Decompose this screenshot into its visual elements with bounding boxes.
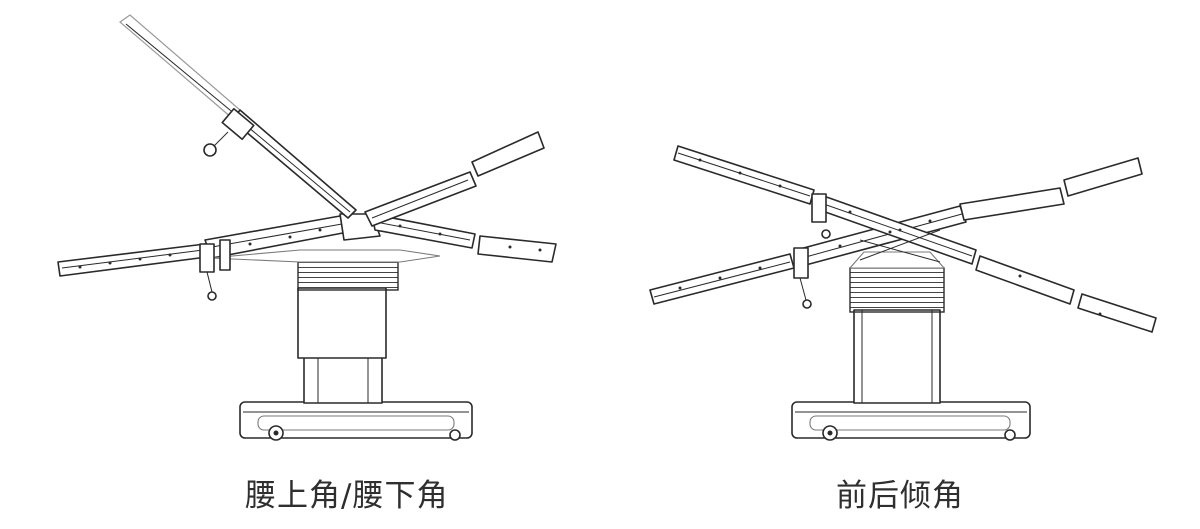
- side-rail-clamp-icon: [199, 239, 231, 301]
- table-top-flat: [57, 213, 557, 277]
- table-base: [239, 401, 473, 439]
- tilt-linkage: [859, 229, 941, 263]
- figure-waist-angle: 腰上角/腰下角: [57, 14, 557, 514]
- figure-tilt-angle: 前后倾角: [600, 0, 1200, 529]
- figure-caption-waist-angle: 腰上角/腰下角: [245, 478, 449, 514]
- caster-wheel-icon: [268, 425, 461, 441]
- rail-holes: [678, 158, 1102, 316]
- caster-wheel-icon: [822, 425, 1016, 441]
- table-top-tilt-head-up: [673, 145, 1157, 333]
- rail-holes: [78, 224, 542, 269]
- operating-table-tilt-diagram: [649, 145, 1157, 441]
- table-column: [297, 253, 399, 404]
- operating-table-waist-flex-diagram: [57, 14, 557, 441]
- table-top-tilt-head-down: [649, 157, 1143, 309]
- table-column: [848, 251, 946, 404]
- figure-caption-tilt-angle: 前后倾角: [836, 478, 964, 514]
- table-top-waist-up: [119, 14, 545, 227]
